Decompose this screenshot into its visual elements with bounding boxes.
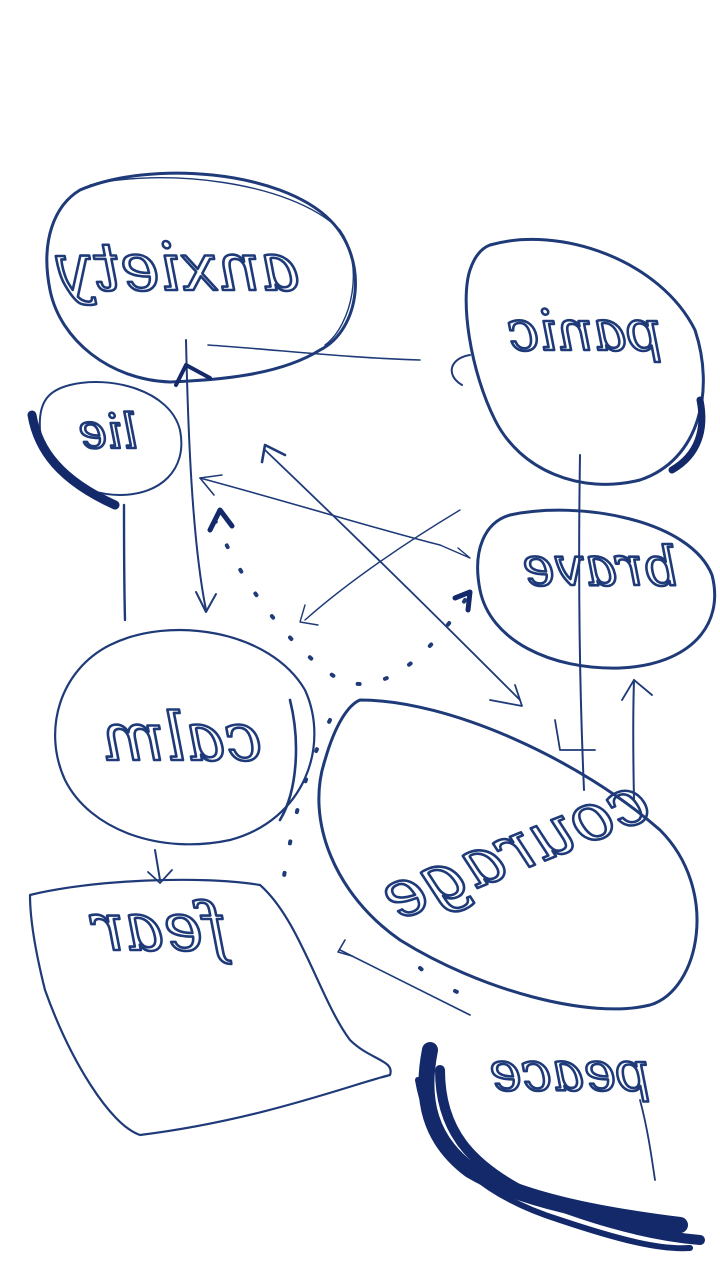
arrow-anxiety-to-panic [207,344,421,361]
arrow-calm-to-lie [122,503,127,622]
fear-label: fear [89,889,232,966]
node-anxiety: anxiety [45,171,357,384]
node-lie: lie [27,381,183,510]
arrowhead-anxiety-to-calm [195,591,217,613]
arrowhead-courage-to-brave [621,679,653,701]
node-peace: peace [488,1039,656,1181]
arrowhead-dotted-top [207,507,235,533]
courage-label: courage [371,759,660,937]
arrowhead-courage-lower [489,684,523,707]
arrow-courage-to-upper [264,449,521,701]
peace-tail-stroke [639,1099,656,1181]
dotted-courage-to-fear [280,718,332,890]
heavy-scribble-stroke-2 [435,1065,705,1245]
anxiety-ellipse-second-stroke [89,177,354,346]
arrowhead-brave-to-calm [299,604,319,626]
calm-circle-outline [54,628,316,846]
arrow-anxiety-to-calm [185,339,207,611]
heavy-scribble-region [415,1042,705,1252]
panic-ellipse-outline [464,237,705,486]
anxiety-label: anxiety [56,229,300,306]
calm-label: calm [102,699,262,776]
arrowhead-dotted-right [452,589,473,613]
courage-ellipse-outline [317,698,699,1011]
node-fear: fear [28,878,392,1137]
arrow-brave-to-calm [304,509,461,621]
panic-label: panic [508,299,663,364]
lie-ellipse-outline [38,381,183,496]
arrow-panic-to-courage [578,454,585,791]
heavy-scribble-stroke-3 [415,1077,693,1252]
lie-label: lie [78,404,137,460]
dotted-arc-calm-to-brave [213,518,467,686]
peace-label: peace [490,1040,651,1103]
node-calm: calm [54,628,316,846]
arrowhead-calm-to-fear [147,869,173,884]
arrowhead-brave-to-anxiety [199,474,223,496]
arrowhead-anxiety-to-panic [450,354,471,386]
arrow-peace-to-courage [339,949,471,1016]
brave-ellipse-outline [476,508,717,670]
arrowhead-to-brave [439,544,471,559]
heavy-scribble-stroke-1 [418,1042,688,1233]
arrowhead-courage-to-upper [260,443,287,464]
calm-circle-inner-stroke [278,698,298,822]
node-brave: brave [476,508,717,670]
anxiety-ellipse-outline [45,171,357,384]
node-courage: courage [317,698,699,1011]
arrowhead-panic-to-courage [554,719,596,751]
arrowhead-anxiety-top [174,363,212,387]
panic-ellipse-heavy-edge [668,396,706,474]
fear-shape-outline [28,878,392,1137]
arrow-calm-to-fear [154,849,161,881]
arrow-courage-to-brave [632,679,635,801]
brave-label: brave [522,535,677,598]
arrow-brave-to-anxiety [199,477,441,546]
connectors [122,339,653,1016]
arrowhead-peace-to-courage [337,939,353,957]
lie-ellipse-heavy-edge [27,410,120,510]
node-panic: panic [464,237,706,486]
